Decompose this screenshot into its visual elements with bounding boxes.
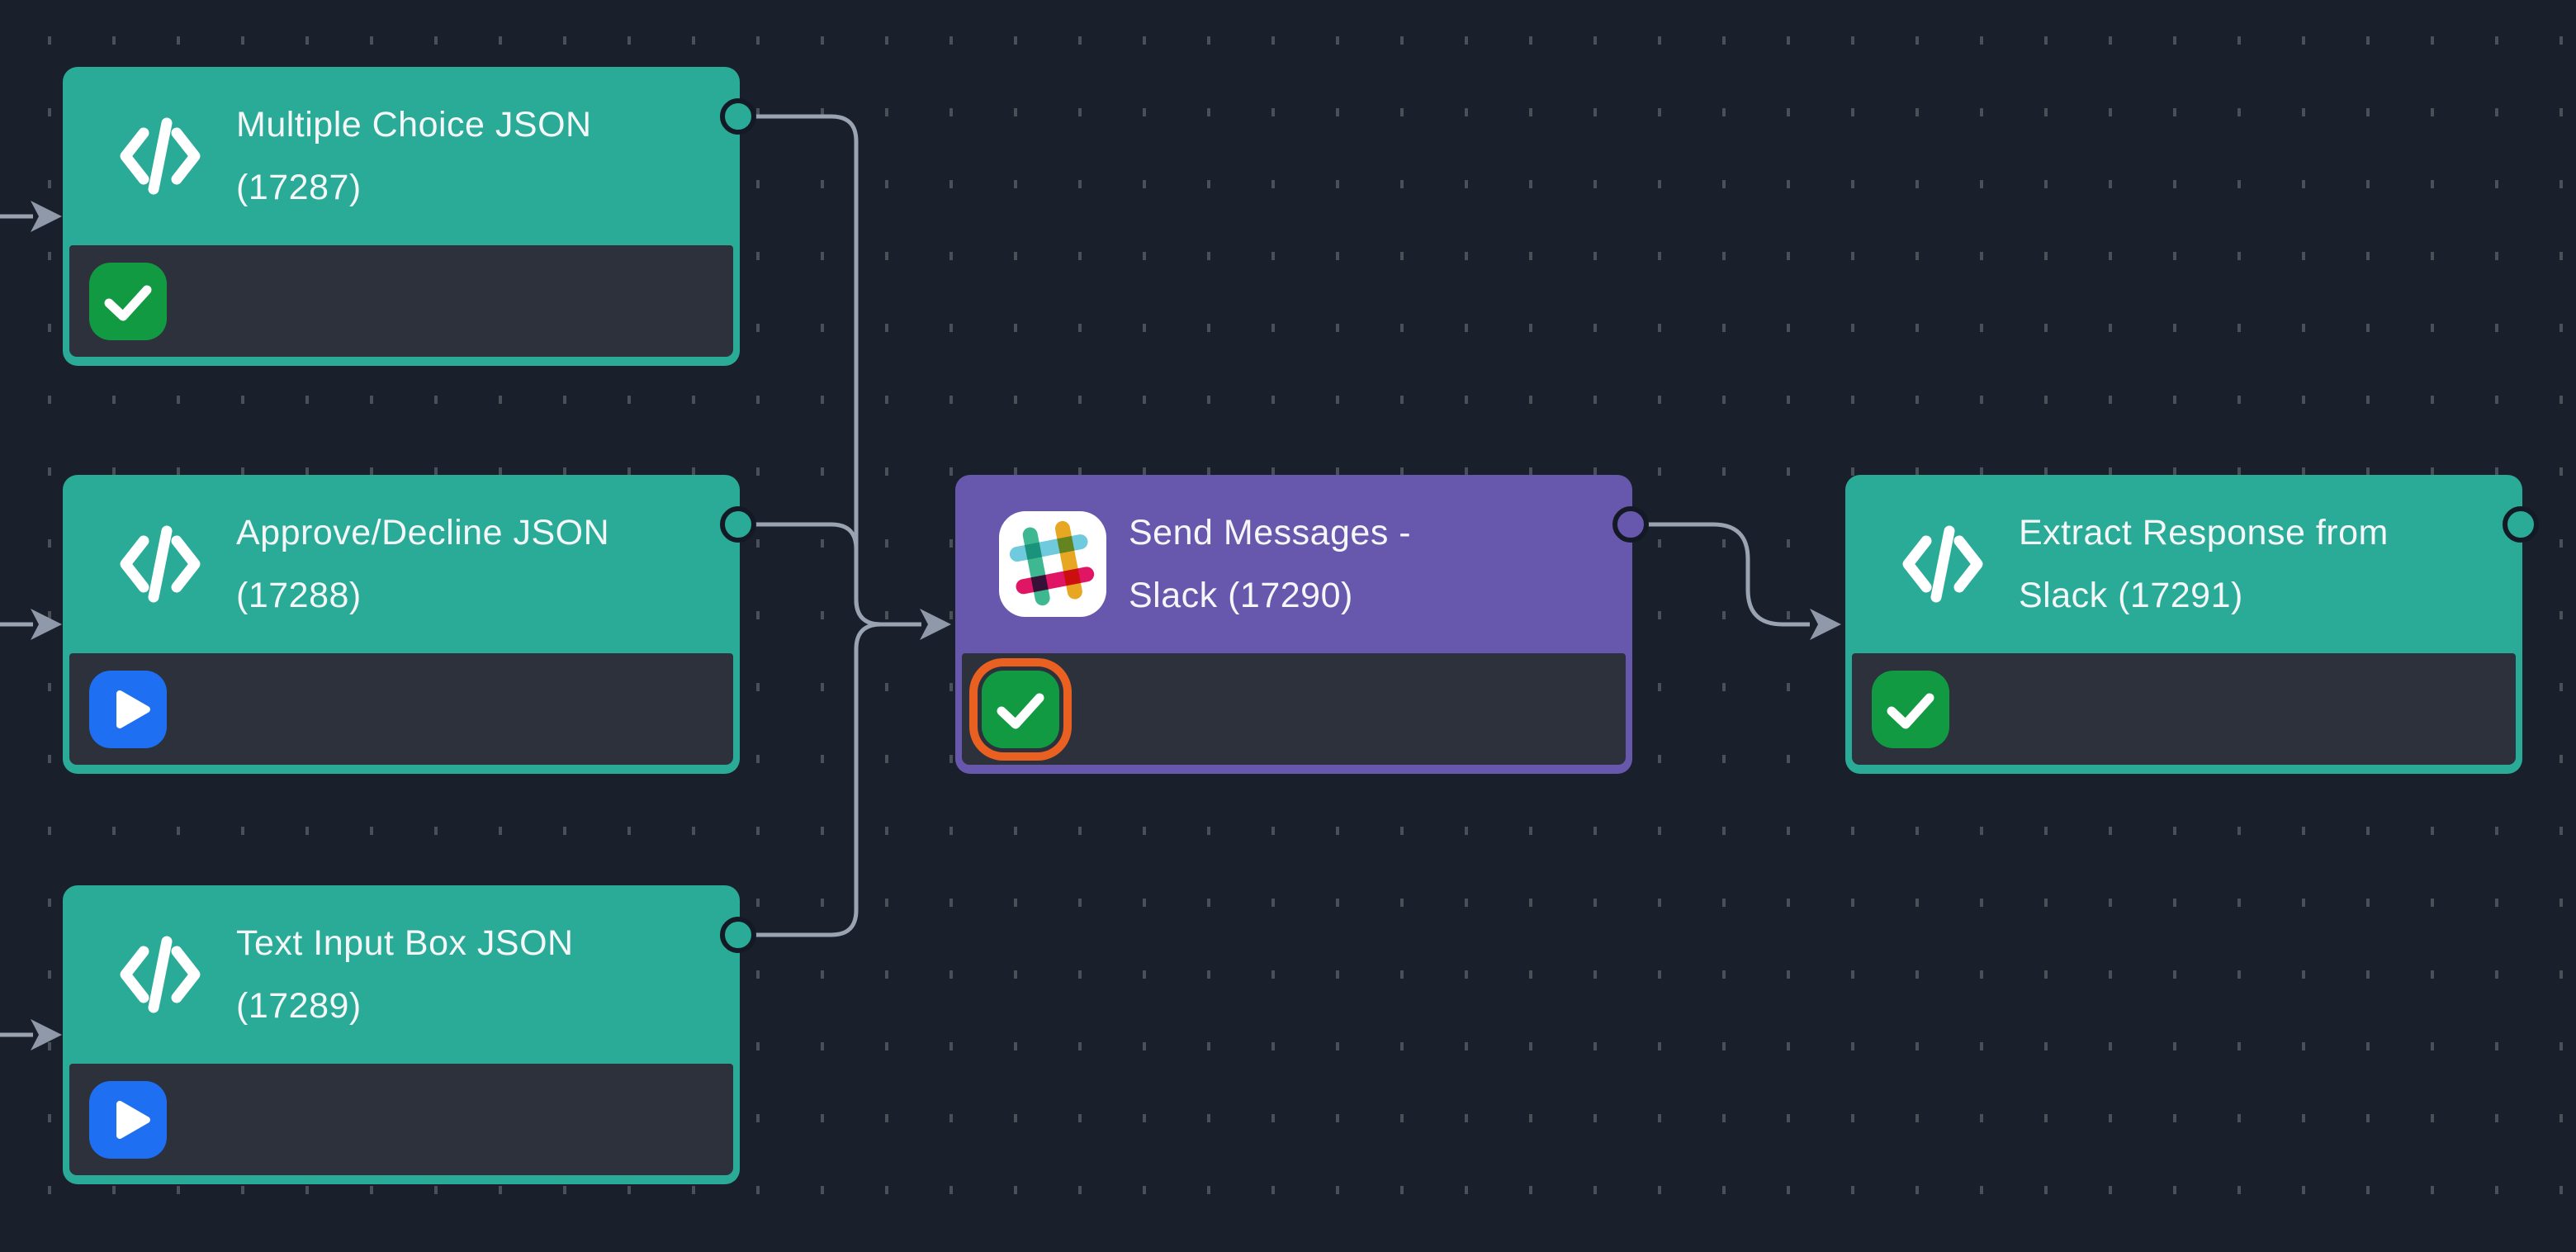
code-icon — [106, 116, 215, 196]
node-title: Send Messages - Slack (17290) — [1129, 513, 1412, 615]
output-port[interactable] — [1612, 506, 1649, 543]
node-send-messages-slack[interactable]: Send Messages - Slack (17290) — [955, 475, 1649, 774]
check-icon — [1887, 693, 1934, 729]
node-body — [1852, 653, 2516, 765]
status-badge-run[interactable] — [89, 671, 167, 748]
node-header: Text Input Box JSON (17289) — [63, 885, 740, 1064]
node-text-input-box-json[interactable]: Text Input Box JSON (17289) — [63, 885, 756, 1184]
node-multiple-choice-json[interactable]: Multiple Choice JSON (17287) — [63, 67, 756, 366]
status-badge-success[interactable] — [89, 263, 167, 340]
slack-icon — [998, 510, 1107, 618]
play-icon — [116, 690, 150, 728]
edge-17288-17290 — [736, 522, 921, 627]
node-approve-decline-json[interactable]: Approve/Decline JSON (17288) — [63, 475, 756, 774]
node-title: Extract Response from Slack (17291) — [2019, 513, 2389, 615]
status-badge-success-selected[interactable] — [982, 671, 1059, 748]
incoming-edge-17289 — [0, 1019, 62, 1050]
output-port[interactable] — [720, 917, 756, 953]
node-header: Approve/Decline JSON (17288) — [63, 475, 740, 653]
node-header: Multiple Choice JSON (17287) — [63, 67, 740, 245]
node-title: Text Input Box JSON (17289) — [236, 923, 574, 1026]
node-header: Send Messages - Slack (17290) — [955, 475, 1632, 653]
status-badge-success[interactable] — [1872, 671, 1949, 748]
code-icon — [106, 524, 215, 604]
node-body — [69, 653, 733, 765]
edge-17290-17291 — [1629, 522, 1810, 627]
play-icon — [116, 1101, 150, 1139]
incoming-edge-17288 — [0, 609, 62, 640]
node-body — [69, 1064, 733, 1175]
node-title: Multiple Choice JSON (17287) — [236, 105, 592, 207]
code-icon — [1888, 524, 1997, 604]
edge-arrowhead-into-17291 — [1810, 609, 1841, 640]
output-port[interactable] — [2503, 506, 2539, 543]
node-body — [962, 653, 1626, 765]
status-badge-run[interactable] — [89, 1081, 167, 1159]
output-port[interactable] — [720, 98, 756, 135]
incoming-edge-17287 — [0, 201, 62, 232]
node-title: Approve/Decline JSON (17288) — [236, 513, 610, 615]
edge-arrowhead-into-17290 — [920, 609, 951, 640]
check-icon — [104, 285, 152, 321]
code-icon — [106, 935, 215, 1014]
output-port[interactable] — [720, 506, 756, 543]
node-extract-response-from-slack[interactable]: Extract Response from Slack (17291) — [1845, 475, 2539, 774]
edge-17289-17290 — [737, 622, 921, 937]
node-header: Extract Response from Slack (17291) — [1845, 475, 2522, 653]
check-icon — [997, 693, 1044, 729]
node-body — [69, 245, 733, 357]
